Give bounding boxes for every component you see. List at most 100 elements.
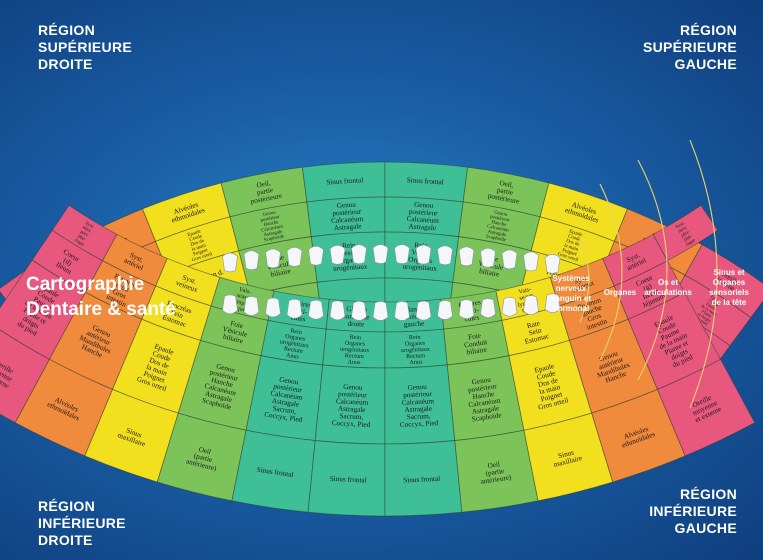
tooth: [265, 297, 281, 318]
legend-line: Organes: [712, 278, 746, 287]
cell-label-line: Foie: [229, 319, 243, 330]
legend-line: nerveux: [555, 284, 587, 293]
region-lower-left-label: RÉGION INFÉRIEURE GAUCHE: [649, 486, 737, 537]
tooth: [394, 301, 410, 321]
cell-label-line: Epaule: [568, 229, 583, 238]
cell-label-line: Oeil: [487, 460, 500, 470]
cell-label-line: Genou: [336, 201, 356, 210]
tooth: [286, 298, 303, 319]
cell-label-line: Astragale: [271, 397, 299, 409]
cell-label-line: Dos de: [565, 239, 580, 248]
corner-line: DROITE: [38, 56, 93, 72]
cell-label-line: rique: [685, 238, 697, 248]
cell-label-line: Poignet: [561, 248, 577, 258]
cell-label-line: biliaire: [466, 346, 487, 357]
lower-cell: [156, 412, 247, 502]
lower-cell: [591, 388, 686, 483]
cell-label-line: (d): [62, 256, 74, 267]
upper-cell-label: Sinus frontal: [407, 176, 444, 186]
lower-cell: [384, 440, 463, 517]
tooth: [222, 252, 238, 273]
cell-label-line: Hanche: [472, 390, 495, 401]
cell-label-line: biliaire: [479, 267, 501, 279]
cell-label-line: Foie: [468, 332, 482, 342]
cell-label-line: Calcanéum: [406, 215, 439, 225]
cell-label-line: Genou: [407, 383, 427, 392]
cell-label-line: Anus: [347, 359, 361, 366]
corner-line: GAUCHE: [674, 520, 737, 536]
cell-label-line: Astragale: [334, 222, 362, 232]
legend-line: sensoriels: [709, 288, 749, 297]
lower-cell-label: Sinus frontal: [403, 475, 440, 485]
cell-label-line: Vais-: [238, 286, 252, 296]
lower-cell-label: ReinOrganesurogénitauxRectumAnus: [339, 334, 370, 366]
cell-label-line: péri-: [79, 230, 90, 239]
lower-cell-label: EpauleCoudeDos dela mainPoignetGros orte…: [136, 341, 180, 394]
cell-label-line: Paume: [705, 301, 717, 311]
cell-label-line: cules: [464, 313, 480, 323]
legend-bracket: [689, 139, 718, 409]
cell-label-line: cules: [290, 313, 306, 323]
cell-label-line: Sinus frontal: [326, 176, 363, 186]
cell-label-line: postérieur: [260, 215, 281, 224]
cell-label-line: urogénitaux: [279, 339, 309, 349]
cell-label-line: Organes: [338, 256, 362, 266]
tooth: [480, 247, 496, 268]
cell-label-line: Genou: [279, 376, 300, 387]
tooth: [458, 299, 475, 319]
tooth: [415, 244, 432, 265]
cell-label-line: Astragale: [487, 230, 506, 238]
cell-label-line: Gros orteil: [191, 252, 213, 264]
lower-cell: [523, 412, 614, 502]
tooth: [523, 251, 539, 272]
upper-cell-label: GenoupostérieurCalcanéumAstragale: [406, 200, 441, 232]
corner-line: DROITE: [38, 532, 93, 548]
tooth: [437, 245, 453, 266]
cell-label-line: postérieur: [409, 208, 439, 218]
cell-label-line: Syst.: [84, 221, 95, 230]
region-upper-left-label: RÉGION SUPÉRIEURE GAUCHE: [643, 22, 737, 73]
legend-line: hormonal: [552, 304, 590, 313]
lower-cell-label: FoieConduitbiliaire: [463, 331, 489, 357]
cell-label-line: rique: [73, 238, 85, 248]
legend-line: Systèmes: [552, 274, 590, 283]
cell-label-line: Anus: [286, 353, 300, 361]
corner-line: RÉGION: [38, 498, 96, 514]
tooth: [286, 247, 303, 267]
tooth: [329, 300, 346, 321]
cell-label-line: Calcanéum: [402, 397, 435, 407]
cell-label-line: Astragale: [404, 405, 432, 414]
cell-label-line: partie: [496, 186, 514, 197]
region-upper-right-label: RÉGION SUPÉRIEURE DROITE: [38, 22, 132, 73]
title-line: Cartographie: [26, 274, 145, 295]
cell-label-line: Gros orteil: [557, 252, 579, 264]
cell-label-line: nerv.: [81, 225, 92, 234]
cell-label-line: Genou: [343, 383, 363, 392]
cell-label-line: partie: [256, 186, 274, 197]
lower-cell: [454, 429, 539, 513]
cell-label-line: seaux: [236, 292, 252, 302]
page-title: Cartographie Dentaire & santé: [26, 272, 176, 322]
cell-label-line: Genou: [494, 211, 508, 218]
cell-label-line: urogénitaux: [401, 347, 430, 354]
cell-label-line: Hanche: [263, 220, 279, 228]
tooth: [501, 249, 518, 270]
cell-label-line: Sinus frontal: [407, 176, 444, 186]
lower-cell-label: Syst.nerv.péri-phé-rique: [73, 221, 95, 248]
cell-label-line: Rate: [526, 319, 541, 330]
cell-label-line: nerv.: [678, 225, 689, 234]
cell-label-line: Scaphoïde: [264, 235, 285, 244]
cell-label-line: biliaire: [270, 267, 292, 279]
legend-line: de la tête: [711, 298, 747, 307]
cell-label-line: Anus: [409, 359, 423, 366]
cell-label-line: Vais-: [518, 286, 532, 296]
upper-cell-label: ReinVessieOrganesurogénitaux: [331, 241, 368, 273]
cell-label-line: Calcanéum: [336, 397, 369, 407]
lower-cell: [14, 358, 114, 457]
corner-line: RÉGION: [679, 486, 737, 502]
cell-label-line: Coude: [567, 234, 581, 243]
lower-cell: [656, 358, 756, 457]
cell-label-line: du pied: [696, 315, 710, 326]
cell-label-line: Rectum: [345, 353, 364, 360]
